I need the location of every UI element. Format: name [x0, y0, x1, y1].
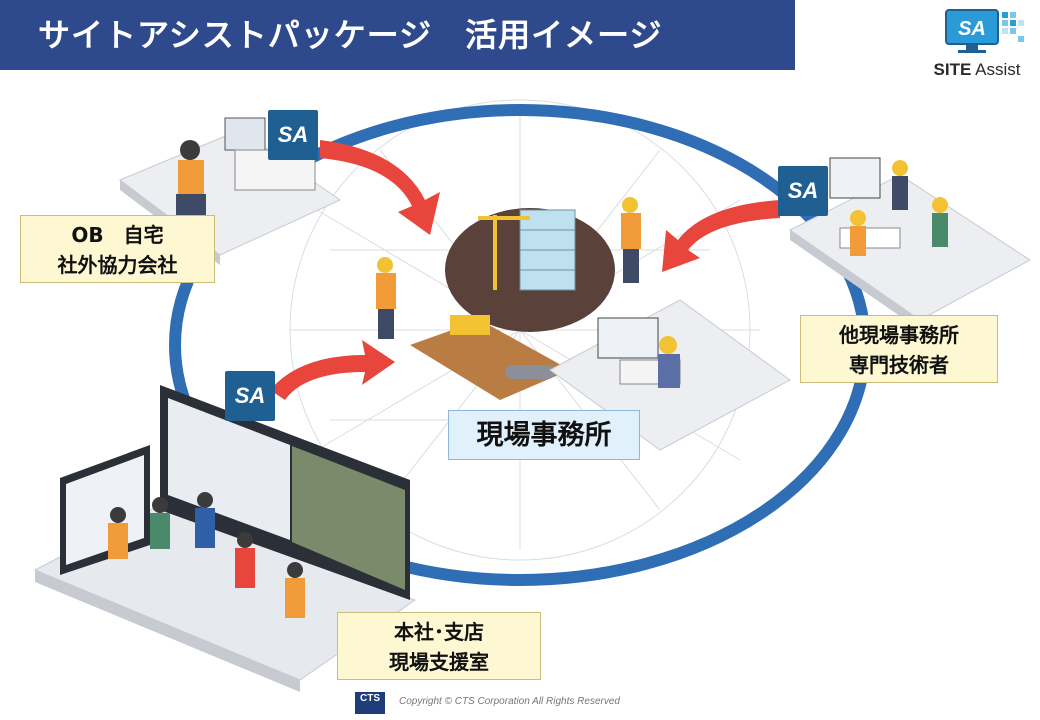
logo-badge-text: SA [958, 18, 986, 40]
usage-diagram [33, 99, 1031, 692]
data-flow-arrows [270, 140, 780, 400]
footer: CTS Copyright © CTS Corporation All Righ… [355, 692, 675, 716]
logo-name-bold: SITE [933, 60, 972, 79]
hq-support-room-scene [33, 385, 417, 692]
cts-logo: CTS [355, 692, 385, 714]
label-site-office: 現場事務所 [448, 410, 640, 460]
label-hq-support-room: 本社･支店 現場支援室 [337, 612, 541, 680]
copyright-text: Copyright © CTS Corporation All Rights R… [399, 696, 620, 707]
site-assist-logo: SA SITE Assist [922, 6, 1032, 82]
arrow-from-hq-icon [270, 340, 395, 400]
label-ob-home: OB 自宅 社外協力会社 [20, 215, 215, 283]
arrow-from-other-site-icon [662, 200, 780, 272]
logo-name: SITE Assist [922, 60, 1032, 80]
monitor-icon: SA [945, 9, 1024, 53]
construction-site-scene [376, 197, 641, 400]
other-site-office-scene [789, 157, 1031, 330]
sa-badge-home-icon: SA [268, 110, 318, 160]
arrow-from-home-icon [320, 140, 440, 235]
sa-badge-hq-icon: SA [225, 371, 275, 421]
page-title: サイトアシストパッケージ 活用イメージ [0, 0, 795, 70]
label-other-site-office: 他現場事務所 専門技術者 [800, 315, 998, 383]
sa-badge-other-site-icon: SA [778, 166, 828, 216]
logo-name-regular: Assist [975, 60, 1021, 79]
